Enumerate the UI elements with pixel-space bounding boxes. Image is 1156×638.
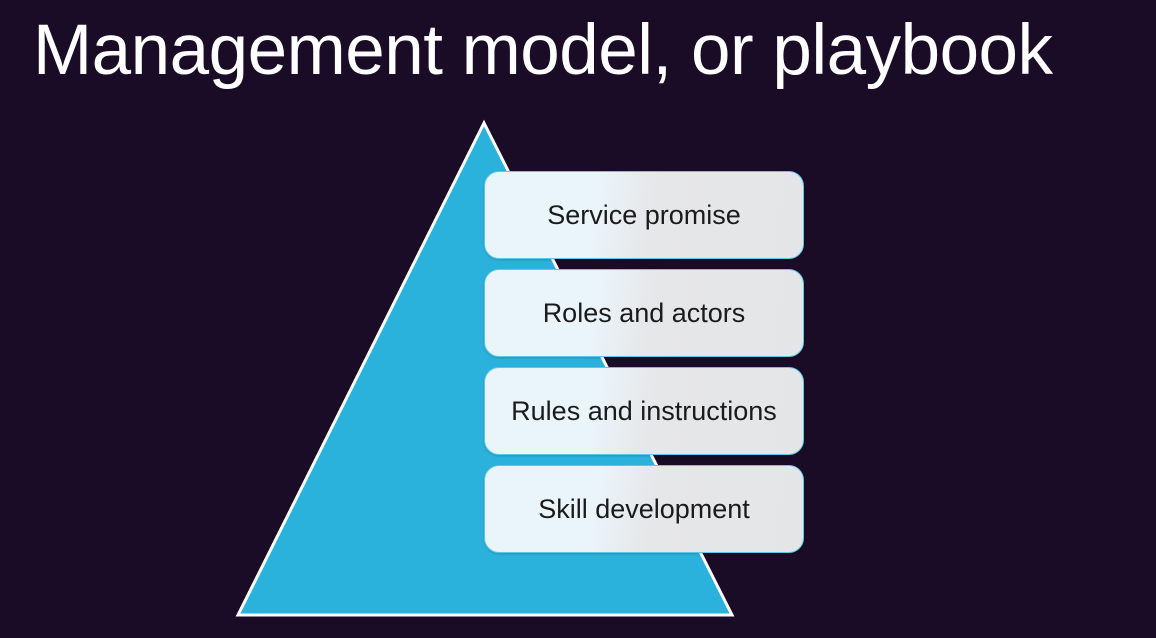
layer-label: Roles and actors [542, 297, 746, 328]
layer-label: Service promise [547, 199, 741, 230]
layer-box-roles-and-actors[interactable]: Roles and actors [484, 269, 804, 357]
layer-box-service-promise[interactable]: Service promise [484, 171, 804, 259]
layer-box-skill-development[interactable]: Skill development [484, 465, 804, 553]
pyramid-layer-list: Service promise Roles and actors Rules a… [484, 171, 804, 553]
page-title: Management model, or playbook [33, 11, 1053, 90]
layer-label: Skill development [538, 493, 750, 524]
layer-box-rules-and-instructions[interactable]: Rules and instructions [484, 367, 804, 455]
layer-label: Rules and instructions [511, 395, 777, 426]
